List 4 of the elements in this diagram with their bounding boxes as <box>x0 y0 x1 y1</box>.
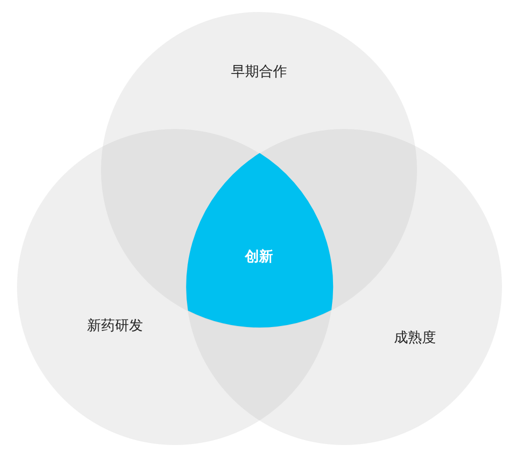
circle-label: 新药研发 <box>87 317 143 335</box>
circle-label: 早期合作 <box>231 63 287 81</box>
circle-label: 成熟度 <box>394 329 436 347</box>
region-label: 创新 <box>244 248 273 266</box>
